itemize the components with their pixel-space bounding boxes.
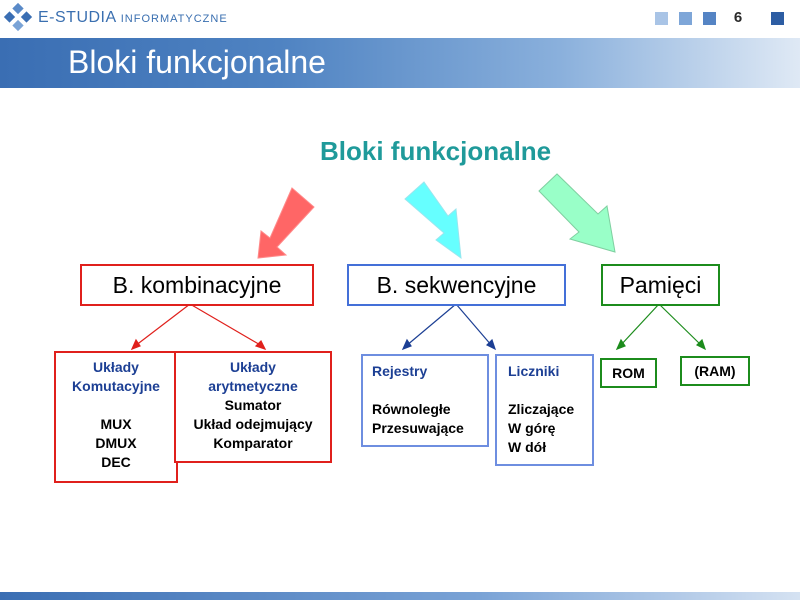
box-title-line: Komutacyjne — [72, 378, 160, 394]
box-title-line: arytmetyczne — [208, 378, 298, 394]
box-item: Zliczające — [508, 401, 575, 417]
box-uklady-komutacyjne: Układy Komutacyjne MUX DMUX DEC — [54, 351, 178, 483]
box-item: (RAM) — [694, 363, 736, 379]
box-item: DMUX — [95, 435, 137, 451]
box-rom: ROM — [600, 358, 657, 388]
arrow-to-pamieci — [538, 173, 616, 253]
box-uklady-arytmetyczne: Układy arytmetyczne Sumator Układ odejmu… — [174, 351, 332, 463]
arrow-to-sekwencyjne — [404, 181, 462, 260]
box-liczniki: Liczniki Zliczające W górę W dół — [495, 354, 594, 466]
category-kombinacyjne: B. kombinacyjne — [80, 264, 314, 306]
brand-name: E-STUDIA INFORMATYCZNE — [38, 9, 228, 27]
bottom-bar — [0, 592, 800, 600]
nav-square-4 — [771, 12, 784, 25]
nav-square-3 — [703, 12, 716, 25]
arrow-to-kombinacyjne — [257, 187, 315, 259]
brand-logo-icon — [3, 2, 33, 32]
box-rejestry: Rejestry Równoległe Przesuwające — [361, 354, 489, 447]
green-connectors — [615, 303, 707, 351]
box-item: Układ odejmujący — [193, 416, 313, 432]
brand-sub: INFORMATYCZNE — [120, 13, 228, 25]
box-title-line: Układy — [93, 359, 139, 375]
box-item: MUX — [100, 416, 132, 432]
slide-title: Bloki funkcjonalne — [68, 44, 326, 80]
diagram-heading: Bloki funkcjonalne — [320, 136, 552, 166]
page-number: 6 — [733, 9, 743, 26]
box-item: W górę — [508, 420, 556, 436]
brand-main: E-STUDIA — [38, 9, 116, 26]
box-title-line: Liczniki — [508, 363, 560, 379]
box-ram: (RAM) — [680, 356, 750, 386]
box-title-line: Układy — [230, 359, 276, 375]
box-item: DEC — [101, 454, 131, 470]
title-bar — [0, 38, 800, 88]
red-connectors — [130, 303, 267, 351]
box-item: Przesuwające — [372, 420, 464, 436]
category-sekwencyjne: B. sekwencyjne — [347, 264, 566, 306]
box-item: Sumator — [224, 397, 282, 413]
box-item: Równoległe — [372, 401, 451, 417]
nav-square-2 — [679, 12, 692, 25]
category-pamieci: Pamięci — [601, 264, 720, 306]
box-item: Komparator — [213, 435, 293, 451]
box-item: W dół — [508, 439, 547, 455]
blue-connectors — [401, 303, 497, 351]
nav-square-1 — [655, 12, 668, 25]
box-item: ROM — [612, 365, 645, 381]
box-title-line: Rejestry — [372, 363, 428, 379]
